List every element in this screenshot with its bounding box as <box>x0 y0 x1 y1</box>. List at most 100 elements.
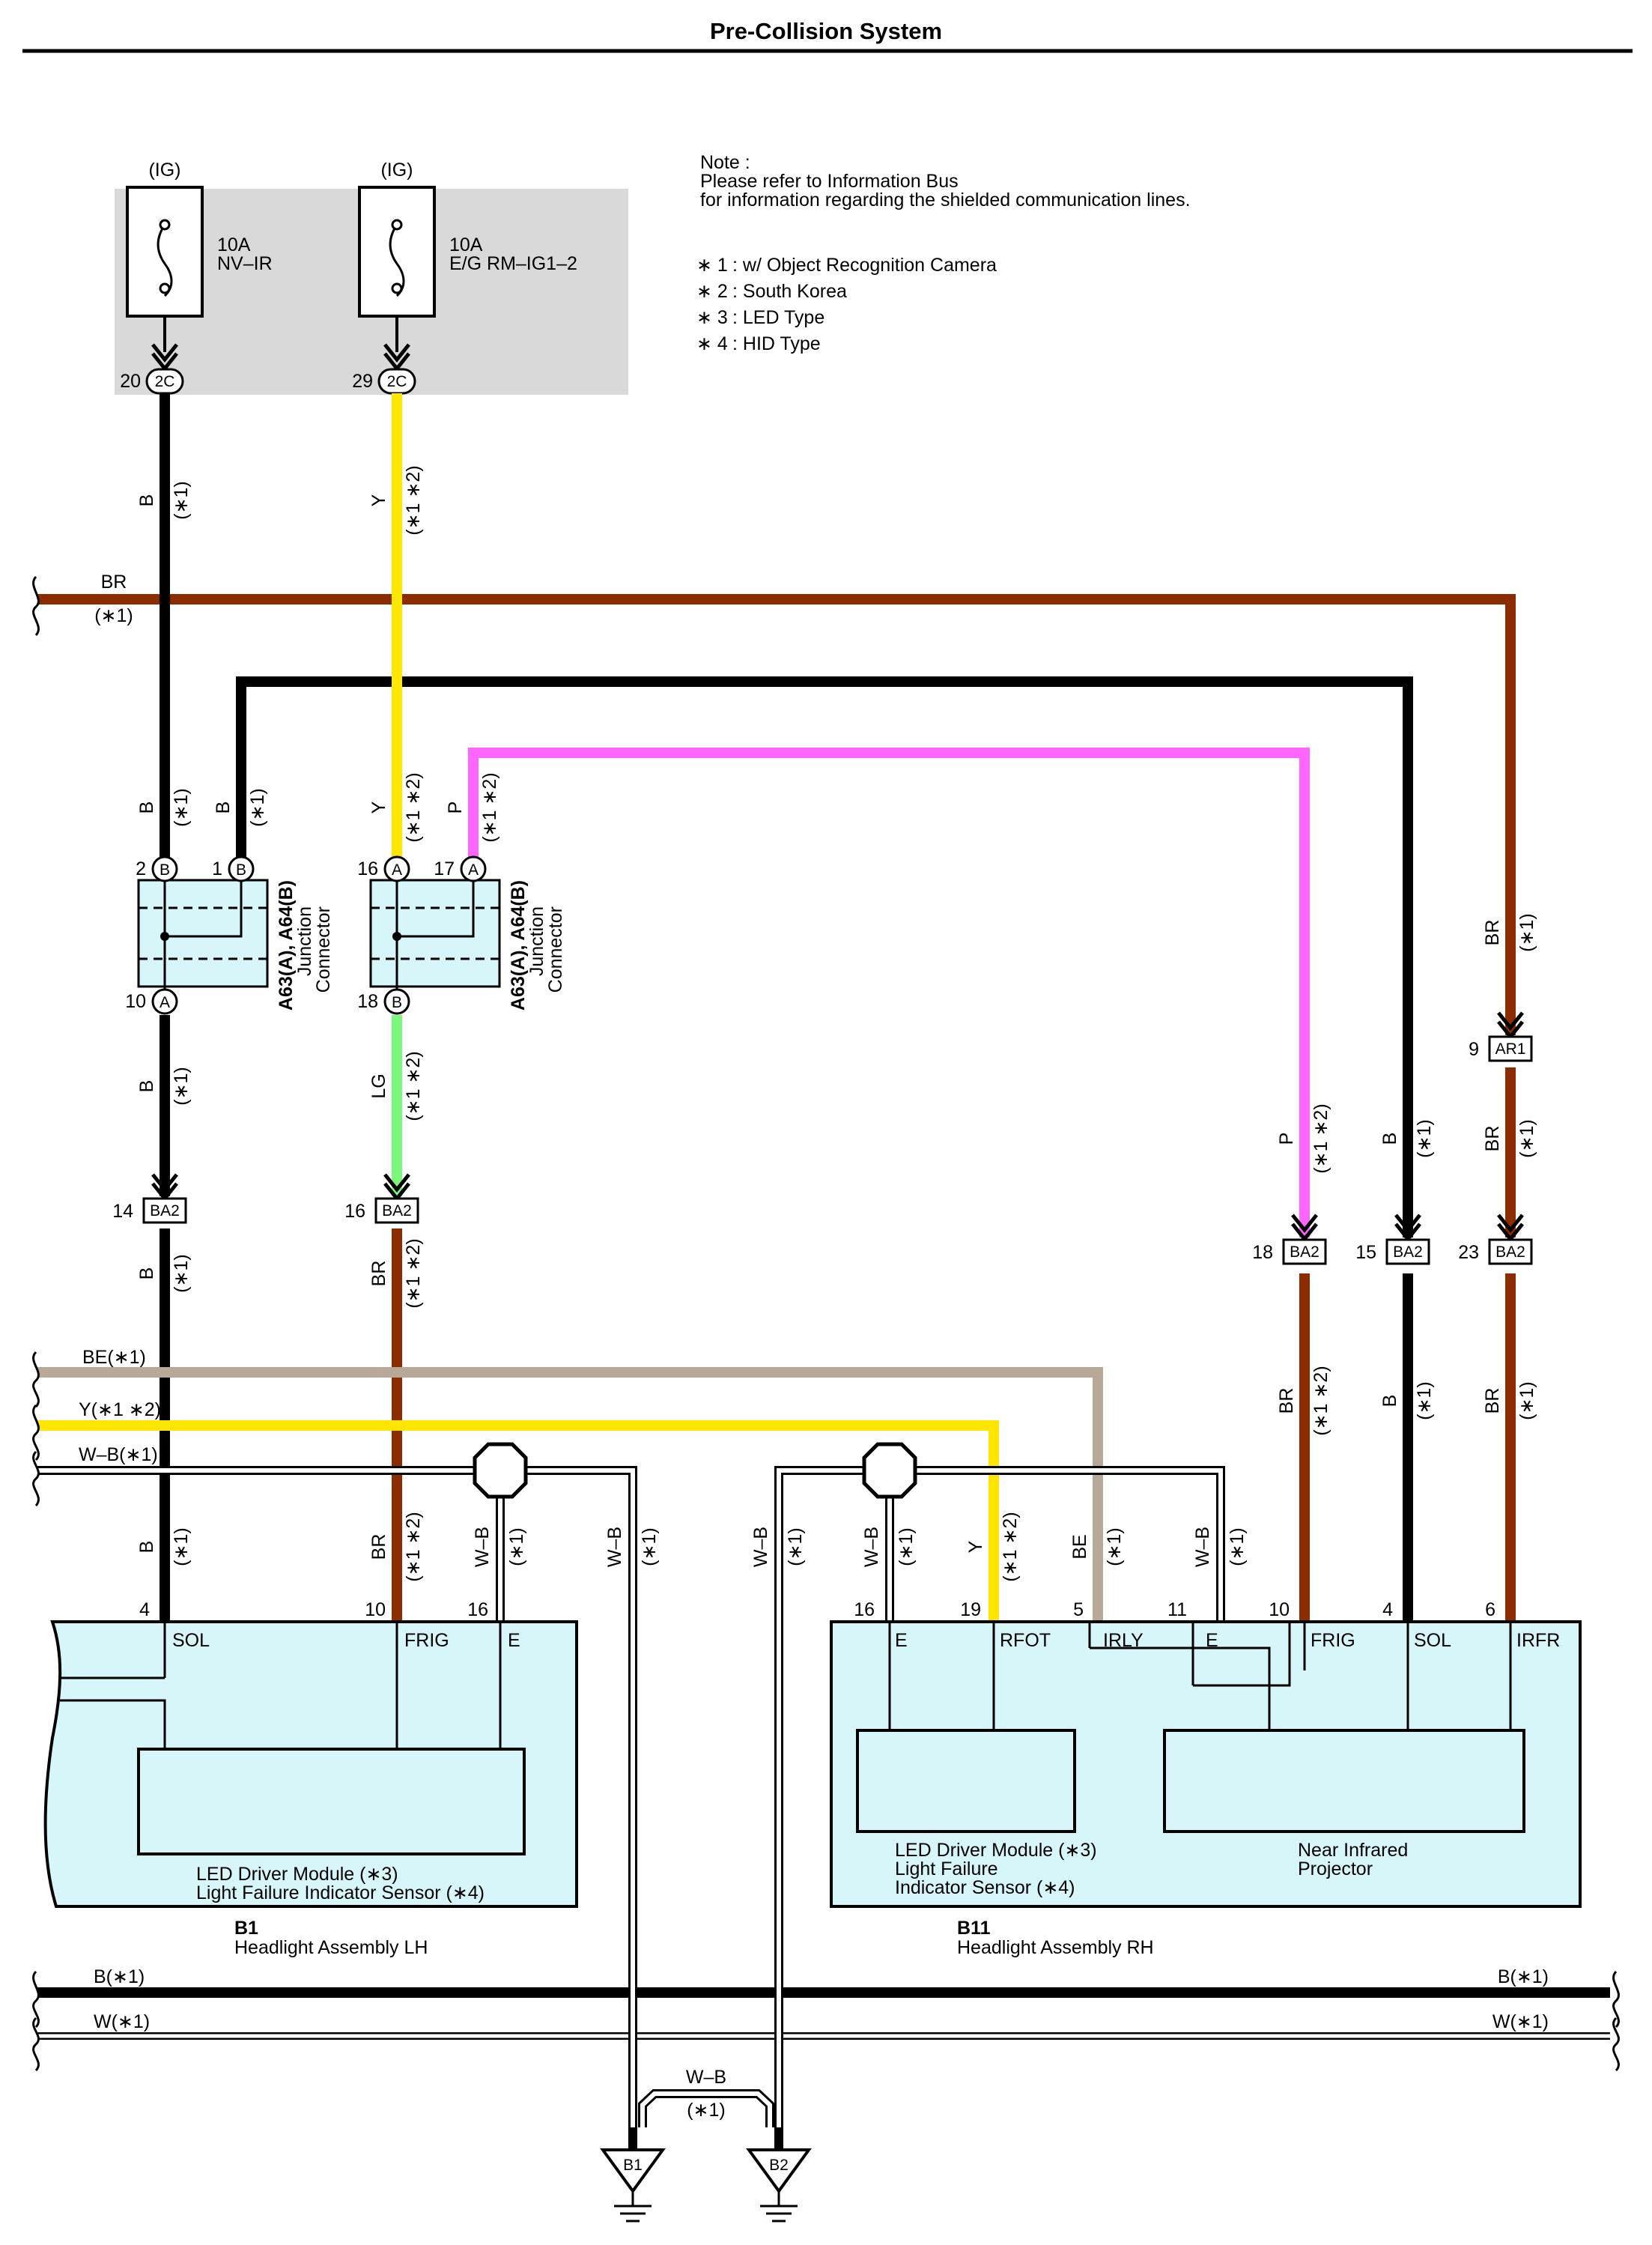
lh-led-driver-box <box>137 1748 526 1855</box>
fuse-amp: 10A <box>217 234 251 255</box>
svg-text:BR: BR <box>1482 920 1503 946</box>
page-title: Pre-Collision System <box>710 18 942 44</box>
svg-text:(∗1): (∗1) <box>896 1527 917 1566</box>
note-text: : LED Type <box>732 307 825 328</box>
svg-text:10: 10 <box>125 991 146 1012</box>
fuse-eg-rm-ig1-2: (IG) 10A E/G RM–IG1–2 <box>358 160 577 318</box>
svg-text:Connector: Connector <box>313 906 334 993</box>
svg-text:Projector: Projector <box>1298 1858 1373 1879</box>
svg-text:2: 2 <box>136 858 146 879</box>
svg-text:(∗1 ∗2): (∗1 ∗2) <box>1000 1512 1021 1581</box>
svg-text:19: 19 <box>960 1599 981 1620</box>
break-marks <box>32 575 1620 2072</box>
pin-label: E <box>895 1630 908 1651</box>
note-symbol: ∗ 2 <box>696 281 728 302</box>
svg-text:B: B <box>136 1267 157 1280</box>
note-line: Please refer to Information Bus <box>700 171 959 192</box>
fuse-name: NV–IR <box>217 253 273 274</box>
svg-text:BR: BR <box>368 1534 389 1560</box>
svg-text:23: 23 <box>1458 1242 1479 1263</box>
svg-text:B: B <box>160 861 170 879</box>
svg-text:B: B <box>136 802 157 814</box>
svg-text:Near Infrared: Near Infrared <box>1298 1840 1408 1861</box>
wire-b-loop <box>236 676 1413 1237</box>
fuse-connector-29: 29 2C <box>352 368 416 395</box>
svg-text:(∗1 ∗2): (∗1 ∗2) <box>403 1051 424 1121</box>
ground-b1: B1 <box>600 2148 666 2223</box>
svg-text:Junction: Junction <box>294 906 315 976</box>
note-text: : w/ Object Recognition Camera <box>732 255 997 276</box>
svg-text:16: 16 <box>344 1201 365 1222</box>
svg-text:1: 1 <box>212 858 222 879</box>
fuse-supply-label: (IG) <box>148 160 180 181</box>
svg-text:B1: B1 <box>623 2157 643 2174</box>
svg-text:A: A <box>160 994 170 1011</box>
inline-connectors: BA2 14 BA2 16 AR1 9 BA2 18 BA2 15 BA2 23 <box>112 1011 1533 1265</box>
svg-text:B(∗1): B(∗1) <box>94 1966 145 1987</box>
svg-text:BE(∗1): BE(∗1) <box>82 1347 146 1368</box>
svg-text:W–B: W–B <box>472 1527 493 1567</box>
junction-code: A63(A), A64(B) <box>276 880 297 1011</box>
svg-text:BA2: BA2 <box>1290 1243 1320 1261</box>
svg-text:16: 16 <box>357 858 378 879</box>
svg-text:(∗1 ∗2): (∗1 ∗2) <box>403 1512 424 1581</box>
svg-text:W(∗1): W(∗1) <box>94 2011 150 2032</box>
svg-text:BR: BR <box>1276 1388 1297 1414</box>
pin-label: IRFR <box>1516 1630 1560 1651</box>
svg-text:4: 4 <box>1382 1599 1393 1620</box>
svg-text:Indicator Sensor (∗4): Indicator Sensor (∗4) <box>895 1877 1075 1898</box>
svg-text:5: 5 <box>1073 1599 1084 1620</box>
note-line: for information regarding the shielded c… <box>700 190 1191 210</box>
svg-text:B: B <box>136 494 157 507</box>
svg-text:BR: BR <box>368 1261 389 1287</box>
svg-text:BR: BR <box>1482 1388 1503 1414</box>
svg-text:W(∗1): W(∗1) <box>1492 2011 1549 2032</box>
junction-connector-1: B 2 B 1 A 10 A63(A), A64(B) Junction Con… <box>125 855 334 1015</box>
svg-text:20: 20 <box>120 371 141 392</box>
svg-text:A: A <box>392 861 402 879</box>
svg-text:2C: 2C <box>155 373 175 390</box>
pin-label: E <box>508 1630 520 1651</box>
note-symbol: ∗ 3 <box>696 307 728 328</box>
svg-text:(∗1): (∗1) <box>171 481 192 520</box>
pin-label: SOL <box>172 1630 210 1651</box>
svg-text:BR: BR <box>101 572 127 593</box>
junction-code: A63(A), A64(B) <box>508 880 529 1011</box>
shield-node-icon <box>473 1442 528 1499</box>
component-code: B11 <box>957 1918 991 1939</box>
svg-text:BA2: BA2 <box>1495 1243 1525 1261</box>
svg-text:W–B: W–B <box>750 1527 771 1567</box>
svg-text:15: 15 <box>1355 1242 1376 1263</box>
pin-label: FRIG <box>404 1630 449 1651</box>
fuse-name: E/G RM–IG1–2 <box>449 253 577 274</box>
svg-text:(∗1): (∗1) <box>171 1527 192 1566</box>
svg-text:B: B <box>136 1541 157 1554</box>
headlight-assembly-rh: 16 E 19 RFOT 5 IRLY 11 E 10 FRIG 4 SOL 6… <box>830 1599 1582 1958</box>
component-code: B1 <box>234 1918 258 1939</box>
svg-text:(∗1): (∗1) <box>171 1254 192 1293</box>
svg-text:Light Failure Indicator Sensor: Light Failure Indicator Sensor (∗4) <box>196 1882 485 1903</box>
rh-led-driver-box <box>856 1729 1076 1833</box>
svg-text:11: 11 <box>1167 1599 1187 1620</box>
svg-text:Connector: Connector <box>545 906 566 993</box>
svg-text:Light Failure: Light Failure <box>895 1858 998 1879</box>
svg-text:(∗1 ∗2): (∗1 ∗2) <box>403 1238 424 1308</box>
svg-text:LED Driver Module (∗3): LED Driver Module (∗3) <box>895 1840 1097 1861</box>
svg-text:(∗1): (∗1) <box>1516 913 1537 952</box>
svg-text:(∗1): (∗1) <box>247 788 268 827</box>
svg-text:B: B <box>213 802 234 814</box>
svg-text:(∗1): (∗1) <box>1414 1381 1435 1420</box>
svg-text:29: 29 <box>352 371 373 392</box>
svg-text:(∗1): (∗1) <box>687 2100 726 2121</box>
pin-label: SOL <box>1414 1630 1451 1651</box>
wire-br-bus <box>37 594 1516 1035</box>
svg-text:4: 4 <box>139 1599 150 1620</box>
svg-text:B: B <box>1379 1133 1400 1145</box>
svg-text:AR1: AR1 <box>1495 1040 1526 1058</box>
svg-text:BA2: BA2 <box>382 1202 412 1220</box>
svg-text:W–B: W–B <box>604 1527 625 1567</box>
svg-text:(∗1): (∗1) <box>506 1527 527 1566</box>
svg-text:B(∗1): B(∗1) <box>1498 1966 1549 1987</box>
svg-text:10: 10 <box>1269 1599 1290 1620</box>
svg-text:(∗1): (∗1) <box>785 1527 806 1566</box>
